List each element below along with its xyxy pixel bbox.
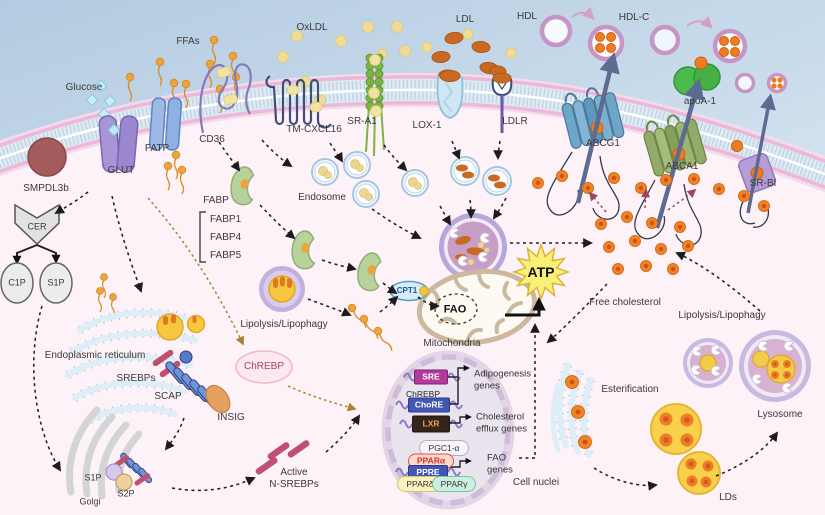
adipogenesis-genes-label-1: Adipogenesis	[474, 368, 532, 380]
oxldl-label: OxLDL	[296, 22, 328, 33]
c1p-label: C1P	[8, 277, 26, 288]
fao-genes-label-2: genes	[487, 464, 513, 476]
hdl-c-label: HDL-C	[618, 12, 650, 23]
glut-transporter	[98, 115, 139, 173]
glucose-molecules	[85, 79, 117, 121]
abca1-label: ABCA1	[665, 161, 699, 172]
free-cholesterol-label: Free cholesterol	[589, 297, 661, 308]
lox-1-label: LOX-1	[412, 120, 442, 131]
insig-label: INSIG	[217, 412, 245, 423]
fabp-bracket	[199, 211, 206, 263]
fao-genes-label-1: FAO	[487, 452, 507, 464]
lipid-droplets-er	[156, 313, 206, 341]
adipogenesis-genes-label-2: genes	[474, 380, 500, 392]
cell-nuclei-label: Cell nuclei	[512, 477, 560, 488]
fatp-transporter	[148, 97, 183, 151]
fabp-proteins	[230, 166, 382, 292]
endosomes	[311, 151, 512, 208]
ldlr-receptor	[491, 72, 513, 133]
active-n-srebps	[255, 440, 310, 475]
golgi-apparatus	[66, 406, 153, 500]
pathway-arrows	[33, 139, 779, 492]
fatp-label: FATP	[144, 143, 170, 154]
cer-label: CER	[27, 221, 47, 232]
mitochondria-label: Mitochondria	[423, 338, 481, 349]
fabp1-label: FABP1	[210, 214, 242, 225]
lox-1-receptor	[436, 70, 464, 120]
active-nsrebps-label-1: Active	[280, 467, 308, 478]
gene-connectors	[448, 368, 470, 468]
ffa-molecules	[96, 35, 393, 351]
tm-cxcl16-receptor	[265, 75, 332, 129]
esterification-er	[550, 362, 596, 458]
cd36-label: CD36	[199, 134, 225, 145]
s1p-golgi-label: S1P	[84, 472, 102, 483]
endoplasmic-reticulum	[65, 308, 206, 424]
lds-label: LDs	[719, 492, 737, 503]
ldl-label: LDL	[455, 14, 475, 25]
efflux-genes-label-2: efflux genes	[476, 423, 528, 435]
ffas-label: FFAs	[176, 36, 200, 47]
scap-label: SCAP	[154, 391, 182, 402]
glucose-label: Glucose	[65, 82, 103, 93]
chore-element: ChoRE	[408, 397, 450, 413]
chrebp-protein	[235, 350, 293, 384]
lxr-element: LXR	[412, 415, 450, 433]
sr-bi-label: SR-BI	[749, 178, 777, 189]
lipolysis-right-label: Lipolysis/Lipophagy	[678, 310, 766, 321]
sr-a1-receptor	[365, 53, 385, 157]
ceramide-pathway	[0, 203, 73, 304]
tm-cxcl16-label: TM-CXCL16	[286, 124, 342, 135]
sr-bi-receptor	[731, 93, 776, 228]
hdl-label: HDL	[516, 11, 538, 22]
sr-a1-label: SR-A1	[347, 116, 377, 127]
lysosome-large	[739, 330, 811, 402]
srebps-label: SREBPs	[116, 373, 156, 384]
active-nsrebps-label-2: N-SREBPs	[269, 479, 319, 490]
fao-to-atp-arrow	[505, 296, 546, 317]
smpdl3b-label: SMPDL3b	[23, 183, 69, 194]
mitochondria	[389, 268, 538, 346]
lysosome-label: Lysosome	[757, 409, 803, 420]
lipid-droplets	[650, 403, 721, 495]
lysosome-small	[683, 338, 733, 388]
cpt1-label: CPT1	[396, 286, 418, 295]
cytoplasm	[0, 89, 825, 515]
free-cholesterol-dots	[532, 170, 770, 275]
esterification-label: Esterification	[601, 384, 659, 395]
lipolysis-left-label: Lipolysis/Lipophagy	[240, 319, 328, 330]
smpdl3b-protein	[27, 137, 67, 177]
cd36-receptor	[199, 63, 252, 134]
apoa1-label: apoA-1	[683, 96, 717, 107]
sre-element: SRE	[414, 369, 448, 385]
fao-label: FAO	[443, 303, 467, 316]
er-label: Endoplasmic reticulum	[44, 350, 146, 361]
golgi-label: Golgi	[79, 496, 101, 507]
lipophagy-vesicle	[259, 266, 305, 312]
hdl-maturation-arrow	[571, 6, 595, 20]
fabp4-label: FABP4	[210, 232, 242, 243]
hdl-maturation-arrow	[686, 15, 713, 29]
pparg-element: PPARγ	[432, 476, 476, 492]
chrebp-nuclear-label: ChREBP	[405, 388, 441, 399]
s2p-golgi-label: S2P	[117, 488, 135, 499]
hdl-particles	[539, 6, 788, 94]
ldlr-label: LDLR	[502, 116, 528, 127]
srebp-scap-insig-complex	[152, 349, 231, 414]
fabp-label: FABP	[203, 195, 229, 206]
glut-label: GLUT	[107, 165, 135, 176]
chrebp-cyto-label: ChREBP	[243, 361, 285, 372]
atp-label: ATP	[527, 264, 555, 280]
fabp5-label: FABP5	[210, 250, 242, 261]
endosome-label: Endosome	[298, 192, 346, 203]
abca1-transporter	[634, 78, 707, 246]
abcg1-label: ABCG1	[586, 138, 620, 149]
late-endosome-lysosome	[439, 213, 507, 281]
s1p-label: S1P	[47, 277, 65, 288]
efflux-genes-label-1: Cholesterol	[476, 411, 525, 423]
s2p-protease	[115, 473, 133, 491]
